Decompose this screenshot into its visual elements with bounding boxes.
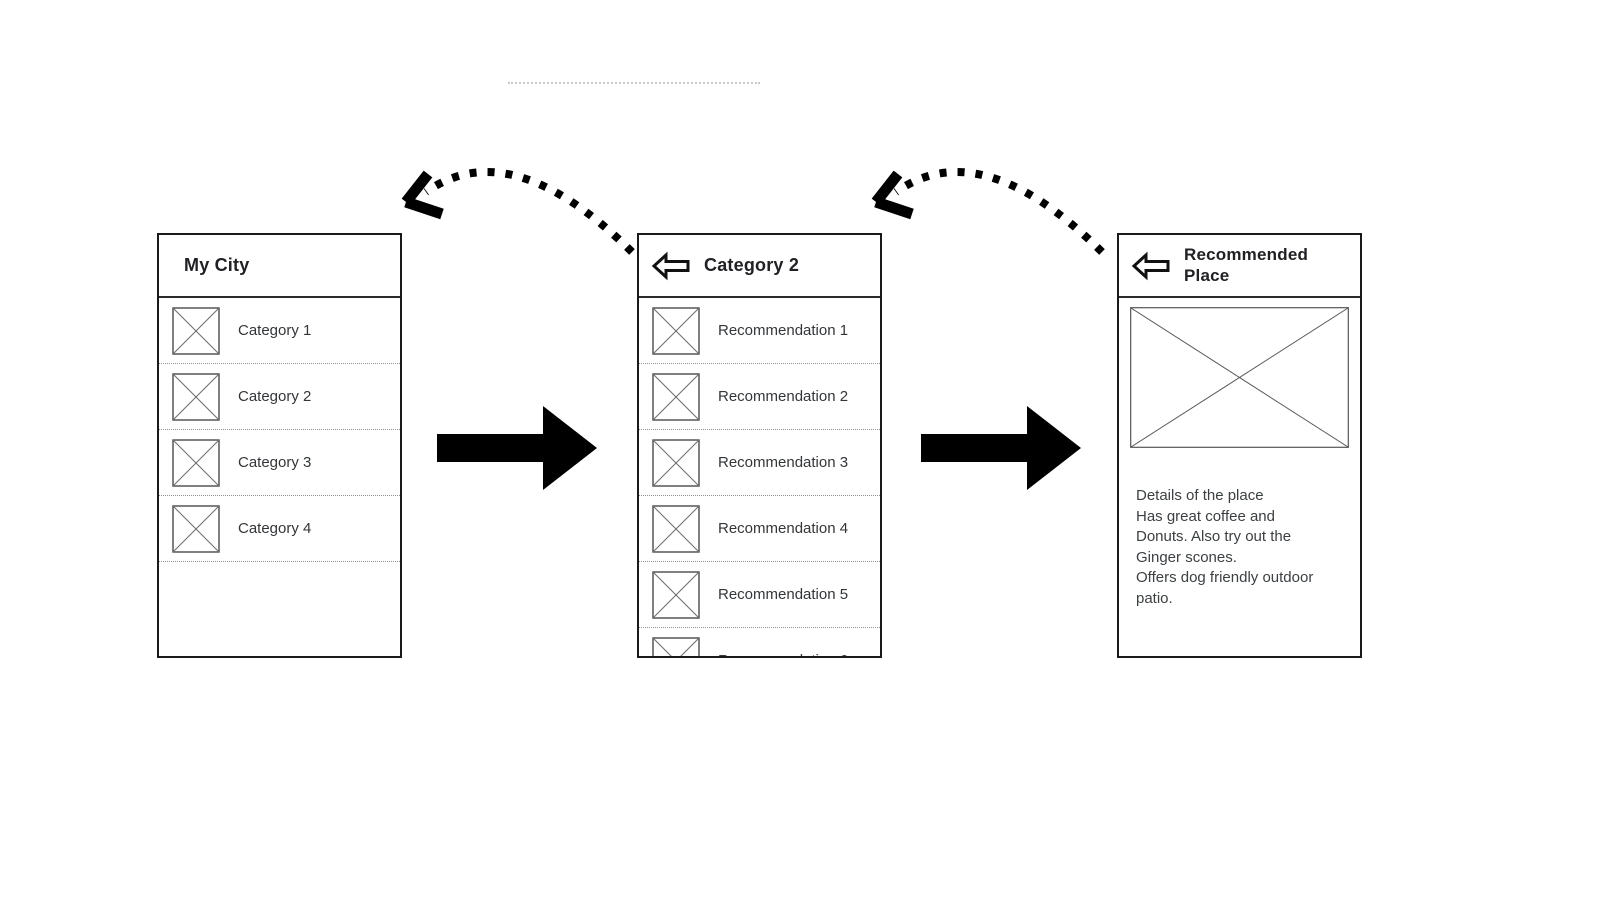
place-image-placeholder-icon [1130,307,1349,453]
image-placeholder-icon [172,504,220,553]
image-placeholder-icon [652,504,700,553]
list-item-recommendation-6[interactable]: Recommendation 6 [639,628,880,656]
my-city-header: My City [159,235,400,298]
list-item-label: Category 1 [238,322,312,339]
screen-title: Recommended Place [1184,245,1309,285]
image-placeholder-icon [172,306,220,355]
details-line: Details of the place [1136,487,1264,504]
list-item-label: Recommendation 2 [718,388,849,405]
details-line: Has great coffee and [1136,507,1275,525]
screen-title: My City [184,254,250,275]
details-line: Offers dog friendly outdoor [1136,569,1314,586]
list-item-label: Category 2 [238,388,312,405]
list-item-recommendation-1[interactable]: Recommendation 1 [639,298,880,364]
details-line: patio. [1136,589,1173,607]
image-placeholder-icon [652,570,700,619]
list-item-category-1[interactable]: Category 1 [159,298,400,364]
details-line: Donuts. Also try out the [1136,528,1292,545]
list-item-label: Recommendation 1 [718,322,849,339]
image-placeholder-icon [172,438,220,487]
recommendation-list: Recommendation 1 Recommendation 2 Recomm… [639,298,880,656]
screen-category-2: Category 2 Recommendation 1 Recommendati… [637,233,882,658]
list-item-label: Category 3 [238,454,312,471]
back-arrow-icon[interactable] [1131,250,1171,282]
place-details-text: Details of the place Has great coffee an… [1130,486,1349,609]
list-item-recommendation-3[interactable]: Recommendation 3 [639,430,880,496]
list-item-recommendation-4[interactable]: Recommendation 4 [639,496,880,562]
recommended-place-header: Recommended Place [1119,235,1360,298]
image-placeholder-icon [652,372,700,421]
back-flow-dotted-arrow-icon [871,168,1105,255]
place-detail-body: Details of the place Has great coffee an… [1119,298,1360,609]
screen-recommended-place: Recommended Place Details of the place H… [1117,233,1362,658]
list-item-label: Recommendation 6 [718,652,848,656]
list-item-label: Recommendation 4 [718,520,849,537]
category-list: Category 1 Category 2 Category 3 Categor… [159,298,400,656]
screen-title: Category 2 [704,254,800,275]
list-item-label: Recommendation 3 [718,454,849,471]
screen-my-city: My City Category 1 Category 2 Category 3 [157,233,402,658]
list-item-category-2[interactable]: Category 2 [159,364,400,430]
list-item-recommendation-5[interactable]: Recommendation 5 [639,562,880,628]
category-2-header: Category 2 [639,235,880,298]
image-placeholder-icon [652,306,700,355]
forward-arrow-icon [437,406,597,490]
back-arrow-icon[interactable] [651,250,691,282]
faint-dotted-guide-line [508,82,760,84]
image-placeholder-icon [652,438,700,487]
details-line: Ginger scones. [1136,548,1237,566]
list-item-label: Category 4 [238,520,312,537]
list-item-category-3[interactable]: Category 3 [159,430,400,496]
list-item-recommendation-2[interactable]: Recommendation 2 [639,364,880,430]
image-placeholder-icon [652,636,700,656]
image-placeholder-icon [172,372,220,421]
list-item-category-4[interactable]: Category 4 [159,496,400,562]
list-item-label: Recommendation 5 [718,586,849,603]
forward-arrow-icon [921,406,1081,490]
back-flow-dotted-arrow-icon [401,168,635,255]
